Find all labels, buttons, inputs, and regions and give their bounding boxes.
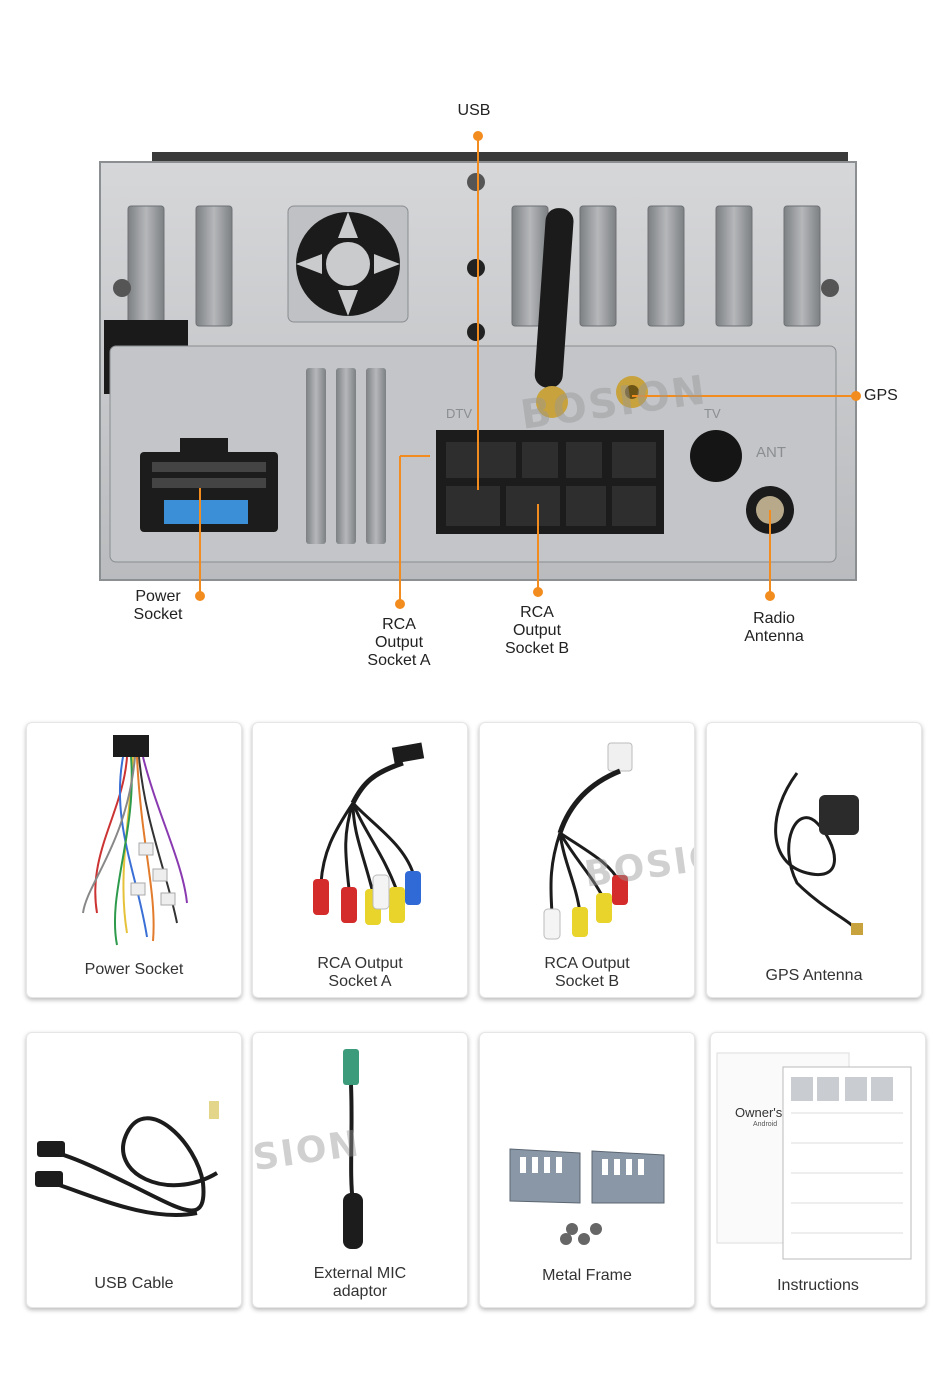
wiring-harness-icon [82, 735, 188, 946]
accessory-label: RCA Output Socket A [253, 955, 467, 991]
callout-gps: GPS [864, 387, 898, 404]
fan-icon [287, 205, 409, 323]
accessory-card-gps-antenna: GPS Antenna [706, 722, 922, 998]
callout-line: Radio [753, 610, 795, 627]
accessory-card-rca-a: RCA Output Socket A [252, 722, 468, 998]
accessory-card-instructions: Owner's Android Instructions [710, 1032, 926, 1308]
accessory-card-metal-frame: Metal Frame [479, 1032, 695, 1308]
accessory-card-rca-b: BOSION RCA Output Socket B [479, 722, 695, 998]
rca-socket-block [436, 430, 664, 534]
accessory-label-line: GPS Antenna [765, 967, 863, 984]
manual-icon [716, 1052, 912, 1260]
callout-line: Socket B [504, 640, 570, 657]
vent-slots-left [127, 205, 233, 327]
accessory-label-line: Power Socket [84, 961, 184, 978]
accessory-label: USB Cable [27, 1275, 241, 1293]
callout-line: Antenna [744, 628, 804, 645]
accessory-label: External MIC adaptor [253, 1265, 467, 1301]
accessory-label-line: Socket A [328, 973, 392, 990]
accessory-card-usb-cable: USB Cable [26, 1032, 242, 1308]
accessory-label-line: Metal Frame [542, 1267, 632, 1284]
manual-subtitle: Android [753, 1121, 778, 1128]
callout-line: RCA [382, 616, 416, 633]
accessory-label-line: RCA Output [317, 955, 403, 972]
accessory-label: RCA Output Socket B [480, 955, 694, 991]
accessory-label: Instructions [711, 1277, 925, 1295]
mic-adaptor-icon [343, 1049, 363, 1249]
callout-line: Power [135, 588, 181, 605]
callout-line: Socket [133, 606, 183, 623]
antenna-stick [534, 208, 574, 418]
accessory-label-line: USB Cable [94, 1275, 174, 1292]
rca-cable-icon [313, 742, 425, 925]
accessory-label: Power Socket [27, 961, 241, 979]
gps-antenna-icon [774, 772, 863, 935]
callout-rca-b: RCA Output Socket B [490, 604, 584, 658]
accessory-label: Metal Frame [480, 1267, 694, 1285]
head-unit-rear-view: DTV TV ANT BOSION USB GPS Power Socket R… [99, 102, 898, 670]
panel-mark-tv: TV [704, 406, 721, 421]
callout-radio-antenna: Radio Antenna [726, 610, 822, 646]
vent-slots-right [511, 205, 821, 327]
callout-line: Output [512, 622, 562, 639]
power-connector [140, 438, 278, 532]
vent-slots-middle [306, 368, 386, 544]
manual-title: Owner's [735, 1105, 783, 1120]
rca-cable-icon [543, 742, 633, 940]
head-unit-drawing [99, 131, 861, 609]
usb-cable-icon [35, 1101, 219, 1217]
callout-power-socket: Power Socket [118, 588, 198, 624]
callout-line: Output [374, 634, 424, 651]
accessory-label-line: Socket B [554, 973, 620, 990]
panel-mark-ant: ANT [756, 444, 786, 461]
accessory-label: GPS Antenna [707, 967, 921, 985]
callout-line: RCA [520, 604, 554, 621]
metal-frame-icon [509, 1148, 665, 1245]
accessory-card-mic-adaptor: BOSION External MIC adaptor [252, 1032, 468, 1308]
callout-line: Socket A [367, 652, 431, 669]
accessory-label-line: RCA Output [544, 955, 630, 972]
panel-mark-dtv: DTV [446, 406, 472, 421]
callout-usb: USB [457, 102, 491, 119]
accessory-label-line: adaptor [332, 1283, 388, 1300]
callout-rca-a: RCA Output Socket A [352, 616, 446, 670]
accessory-label-line: External MIC [313, 1265, 407, 1282]
accessory-label-line: Instructions [777, 1277, 859, 1294]
accessory-card-power-socket: Power Socket [26, 722, 242, 998]
